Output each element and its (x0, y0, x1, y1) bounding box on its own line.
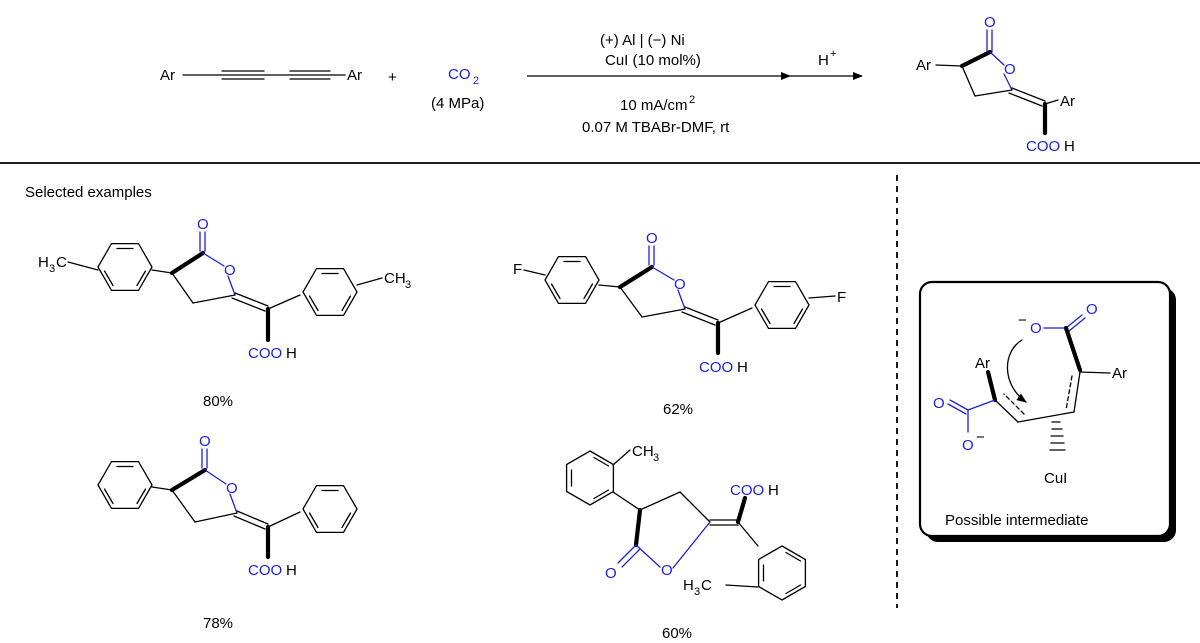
co2-pressure: (4 MPa) (431, 95, 484, 112)
ex2-cooh-h: H (737, 359, 748, 376)
ex1-substituent-left-c: C (56, 254, 67, 271)
ex1-yield: 80% (203, 393, 233, 410)
ex4-yield: 60% (662, 625, 692, 642)
reactant-ar-left: Ar (160, 67, 175, 84)
int-o-top-left: O (1030, 320, 1042, 337)
ex1-o-ring: O (224, 262, 236, 279)
int-ar-right: Ar (1112, 365, 1127, 382)
ex1-substituent-right-sub: 3 (405, 279, 411, 291)
condition-catalyst: CuI (10 mol%) (605, 52, 701, 69)
ex2-substituent-left: F (513, 261, 522, 278)
ex1-cooh-h: H (286, 345, 297, 362)
product-o-carbonyl: O (984, 14, 996, 31)
ex4-cooh: COO (730, 482, 764, 499)
int-curved-arrow (1006, 339, 1027, 403)
int-ar-left: Ar (975, 355, 990, 372)
ex4-o-carbonyl: O (605, 565, 617, 582)
ex4-top-methyl-sub: 3 (653, 452, 659, 464)
product-cooh-h: H (1064, 138, 1075, 155)
ex3-o-carbonyl: O (199, 433, 211, 450)
int-hashed-bond (1049, 421, 1066, 451)
acid-superscript: + (830, 48, 836, 60)
ex2-o-ring: O (674, 276, 686, 293)
product-structure: Ar O O Ar COO H (916, 14, 1075, 155)
int-o-top-right: O (1086, 301, 1098, 318)
reactant-ar-right: Ar (347, 67, 362, 84)
condition-current-exponent: 2 (689, 94, 695, 106)
intermediate-box: − O O Ar CuI Ar O O − (918, 280, 1176, 542)
ex1-substituent-right: CH (384, 270, 406, 287)
reaction-equation: Ar Ar + CO 2 (4 MPa) (+) Al | (−) Ni CuI… (160, 14, 1075, 155)
condition-current: 10 mA/cm (620, 97, 688, 114)
product-o-ring: O (1004, 61, 1016, 78)
int-minus-bottom: − (976, 429, 985, 446)
product-ar-top: Ar (916, 57, 931, 74)
acid-label: H (818, 52, 829, 69)
ex4-top-methyl: CH (632, 443, 654, 460)
ex4-bottom-methyl-c: C (701, 577, 712, 594)
example-1-structure: H 3 C O O CH 3 COO H (38, 216, 411, 362)
ex1-substituent-left-sub: 3 (49, 263, 55, 275)
int-o-left-top: O (933, 395, 945, 412)
example-4-structure: CH 3 O O COO H H 3 C (565, 443, 807, 601)
ex1-o-carbonyl: O (197, 216, 209, 233)
co2-subscript: 2 (473, 75, 479, 87)
co2-label: CO (448, 66, 471, 83)
int-o-left-bottom: O (962, 437, 974, 454)
ex1-substituent-left-h: H (38, 254, 49, 271)
diyne-bonds (182, 70, 346, 80)
example-3-structure: O O COO H (97, 433, 358, 579)
product-ar-right: Ar (1060, 93, 1075, 110)
ex4-bottom-methyl-sub: 3 (694, 586, 700, 598)
ex3-cooh: COO (248, 562, 282, 579)
selected-examples-heading: Selected examples (25, 184, 152, 201)
example-2-structure: F O O F COO H (513, 230, 846, 376)
ex4-bottom-methyl-h: H (683, 577, 694, 594)
ex4-o-ring: O (661, 562, 673, 579)
ex3-cooh-h: H (286, 562, 297, 579)
int-cui: CuI (1044, 470, 1067, 487)
condition-electrolyte: 0.07 M TBABr-DMF, rt (582, 119, 730, 136)
product-cooh: COO (1026, 138, 1060, 155)
int-minus-top: − (1018, 312, 1027, 329)
ex2-cooh: COO (699, 359, 733, 376)
condition-electrodes: (+) Al | (−) Ni (600, 32, 685, 49)
ex2-substituent-right: F (837, 289, 846, 306)
ex2-o-carbonyl: O (646, 230, 658, 247)
plus-sign: + (388, 69, 397, 86)
ex2-yield: 62% (663, 401, 693, 418)
ex1-cooh: COO (248, 345, 282, 362)
ex3-yield: 78% (203, 615, 233, 632)
ex4-cooh-h: H (768, 482, 779, 499)
ex3-o-ring: O (226, 480, 238, 497)
int-caption: Possible intermediate (945, 512, 1088, 529)
